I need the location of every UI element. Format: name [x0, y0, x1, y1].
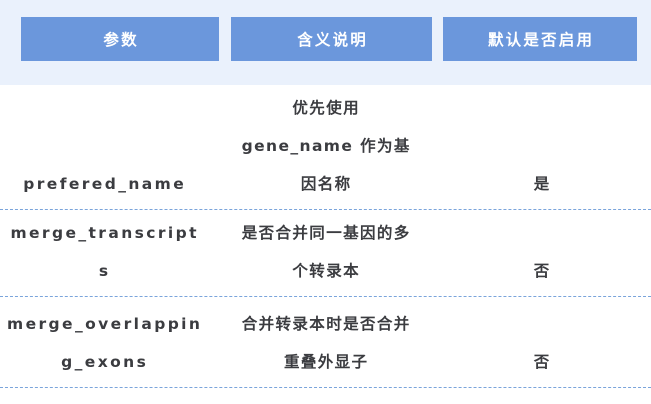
table-header-band: 参数 含义说明 默认是否启用: [0, 0, 651, 85]
cell-default-enabled: 否: [533, 262, 551, 280]
cell-description-line: 个转录本: [292, 262, 360, 280]
column-header-description[interactable]: 含义说明: [231, 17, 432, 61]
cell-default-enabled: 是: [533, 175, 551, 193]
cell-default-enabled: 否: [533, 353, 551, 371]
cell-description-line: 重叠外显子: [283, 353, 369, 371]
cell-param-line: prefered_name: [23, 175, 187, 193]
cell-description-line: 是否合并同一基因的多: [241, 224, 411, 242]
cell-param-line: s: [98, 262, 111, 280]
cell-param: merge_transcript s: [0, 214, 219, 296]
table-body: prefered_name 优先使用 gene_name 作为基 因名称 是 m…: [0, 85, 651, 388]
cell-param: merge_overlappin g_exons: [0, 305, 219, 387]
cell-description: 优先使用 gene_name 作为基 因名称: [219, 89, 432, 209]
cell-param: prefered_name: [0, 165, 219, 209]
table-row: merge_transcript s 是否合并同一基因的多 个转录本 否: [0, 210, 651, 297]
cell-description: 合并转录本时是否合并 重叠外显子: [219, 305, 432, 387]
column-header-default-enabled[interactable]: 默认是否启用: [443, 17, 637, 61]
table-row: prefered_name 优先使用 gene_name 作为基 因名称 是: [0, 85, 651, 210]
table-row: merge_overlappin g_exons 合并转录本时是否合并 重叠外显…: [0, 297, 651, 388]
cell-description-line: 合并转录本时是否合并: [241, 315, 411, 333]
table-header-row: 参数 含义说明 默认是否启用: [0, 17, 651, 61]
column-header-param[interactable]: 参数: [21, 17, 219, 61]
cell-param-line: g_exons: [61, 353, 149, 371]
cell-description-line: gene_name 作为基: [241, 137, 411, 155]
cell-description: 是否合并同一基因的多 个转录本: [219, 214, 432, 296]
cell-param-line: merge_transcript: [10, 224, 199, 242]
cell-param-line: merge_overlappin: [7, 315, 203, 333]
cell-description-line: 因名称: [300, 175, 352, 193]
cell-description-line: 优先使用: [292, 99, 360, 117]
